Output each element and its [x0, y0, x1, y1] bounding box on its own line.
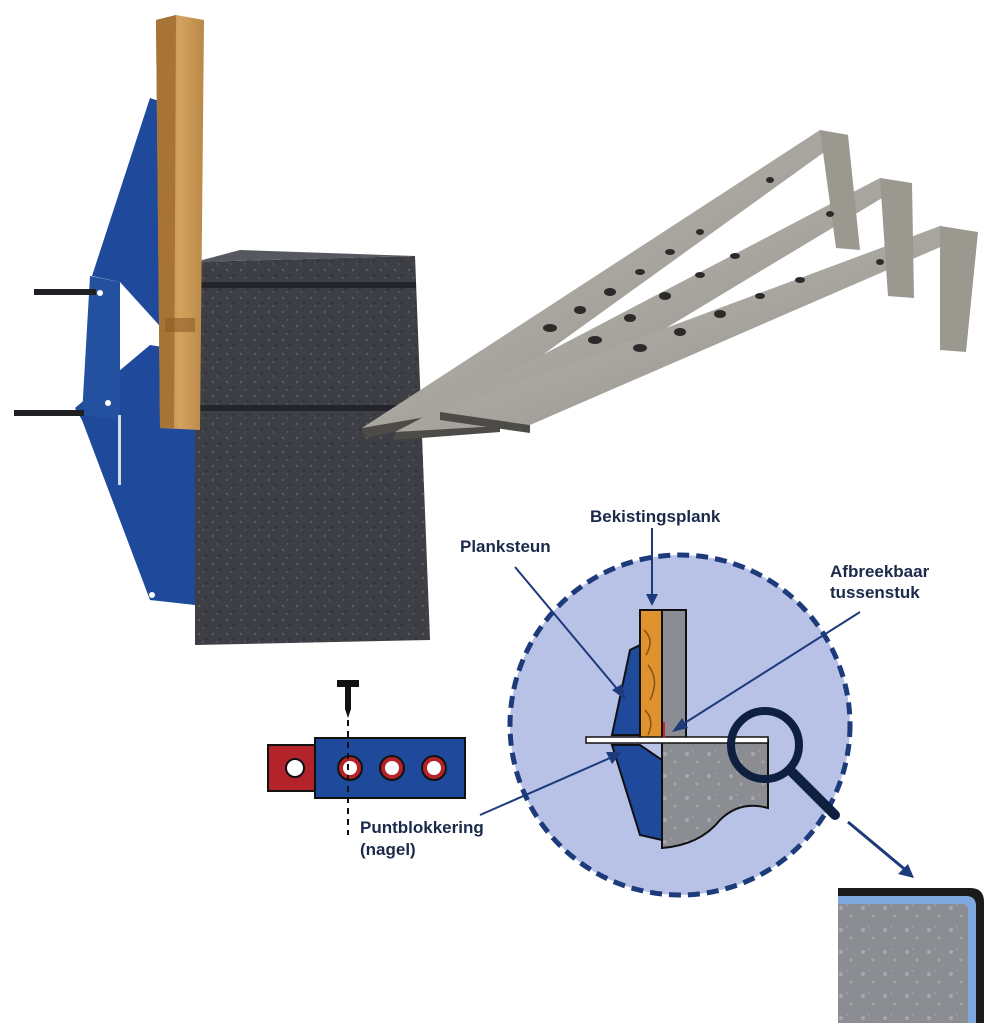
label-puntblokkering-line2: (nagel): [360, 840, 416, 859]
label-afbreekbaar-line2: tussenstuk: [830, 583, 920, 602]
plate-holes: [337, 755, 447, 781]
nail-icon: [337, 680, 359, 718]
concrete-block: [195, 250, 430, 645]
wooden-plank: [156, 15, 204, 430]
galvanized-strips: [362, 130, 978, 440]
zoom-corner-detail: [838, 888, 984, 1023]
label-bekistingsplank: Bekistingsplank: [590, 507, 721, 526]
leader-lines: [479, 528, 861, 816]
nail-lock-diagram: [267, 680, 466, 835]
magnifier-icon: [727, 707, 914, 878]
label-planksteun: Planksteun: [460, 537, 551, 556]
label-puntblokkering-line1: Puntblokkering: [360, 818, 484, 837]
label-afbreekbaar-line1: Afbreekbaar: [830, 562, 930, 581]
